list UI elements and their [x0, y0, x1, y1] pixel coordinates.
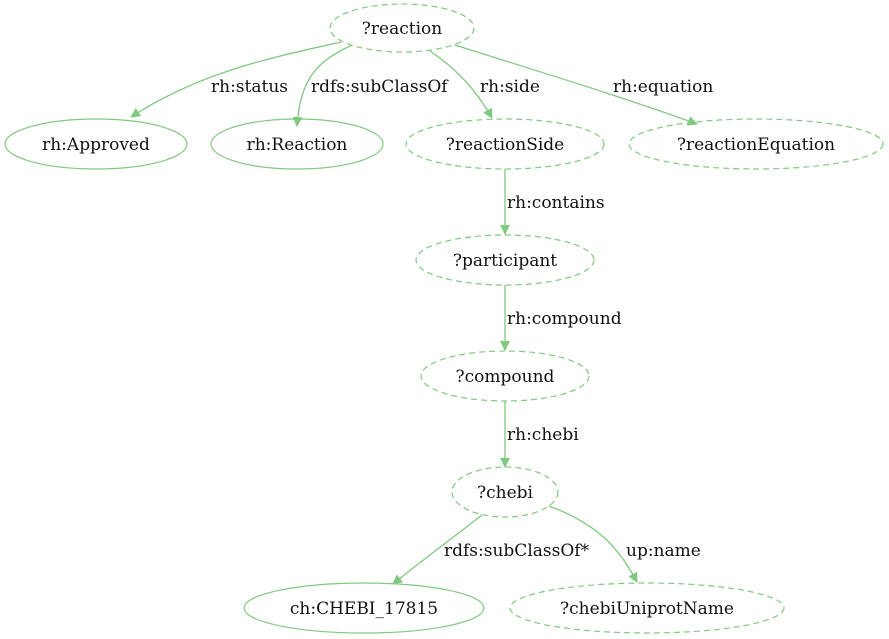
edge-label-subclassof-star: rdfs:subClassOf*: [444, 541, 590, 561]
edges: [130, 41, 698, 585]
edge-name: [548, 505, 638, 583]
node-label-chebi: ?chebi: [477, 483, 534, 503]
node-chebi-uniprot-name: ?chebiUniprotName: [509, 582, 785, 634]
edge-label-contains: rh:contains: [507, 193, 605, 213]
node-chebi: ?chebi: [451, 466, 559, 518]
node-label-reaction-equation: ?reactionEquation: [677, 135, 835, 155]
node-label-chebi-uniprot-name: ?chebiUniprotName: [560, 599, 734, 619]
nodes: ?reaction rh:Approved rh:Reaction ?react…: [4, 3, 884, 634]
edge-status: [130, 41, 342, 118]
node-label-approved: rh:Approved: [42, 135, 150, 155]
edge-label-name: up:name: [626, 541, 701, 561]
edge-subclassof: [292, 44, 353, 127]
node-label-compound: ?compound: [456, 367, 555, 387]
node-chebi-17815: ch:CHEBI_17815: [243, 582, 485, 634]
edge-side: [429, 50, 493, 119]
node-reaction-equation: ?reactionEquation: [628, 118, 884, 170]
node-participant: ?participant: [415, 234, 595, 286]
node-label-participant: ?participant: [453, 251, 557, 271]
edge-label-compound: rh:compound: [507, 309, 622, 329]
node-reaction: ?reaction: [329, 3, 475, 53]
edge-subclassof-star: [392, 514, 483, 585]
node-compound: ?compound: [420, 350, 590, 402]
edge-label-status: rh:status: [211, 77, 288, 97]
node-reaction-side: ?reactionSide: [405, 118, 605, 170]
edge-label-chebi: rh:chebi: [507, 425, 579, 445]
edge-label-side: rh:side: [480, 77, 540, 97]
edge-label-equation: rh:equation: [613, 77, 713, 97]
edge-labels: rh:status rdfs:subClassOf rh:side rh:equ…: [211, 77, 713, 561]
node-reaction-class: rh:Reaction: [210, 118, 384, 170]
edge-equation: [454, 44, 698, 126]
edge-label-subclassof: rdfs:subClassOf: [311, 77, 449, 97]
node-approved: rh:Approved: [4, 118, 188, 170]
node-label-reaction-class: rh:Reaction: [247, 135, 348, 155]
node-label-reaction: ?reaction: [362, 19, 442, 39]
node-label-chebi-17815: ch:CHEBI_17815: [290, 599, 438, 619]
node-label-reaction-side: ?reactionSide: [446, 135, 564, 155]
